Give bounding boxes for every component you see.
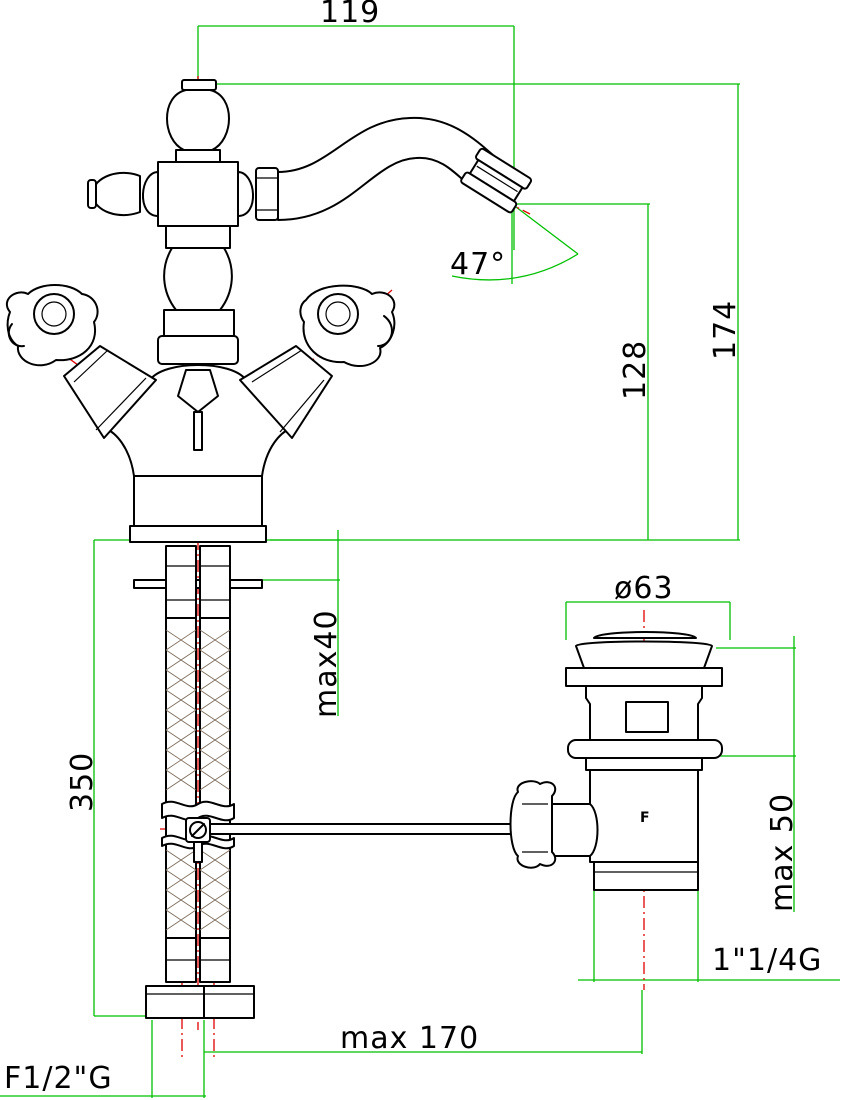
- waste-assembly: F: [509, 631, 723, 891]
- waste-marking: F: [640, 810, 650, 826]
- left-cross-handle: [5, 284, 157, 439]
- dim-waste-thread: 1"1/4G: [712, 943, 822, 978]
- right-cross-handle: [239, 284, 396, 439]
- dim-max-deck: max40: [309, 609, 344, 718]
- center-lines: [13, 76, 645, 1060]
- spout: [277, 116, 533, 221]
- dim-inlet-thread: F1/2"G: [4, 1061, 113, 1096]
- dim-total-height: 174: [708, 300, 743, 360]
- dim-spout-angle: 47°: [450, 247, 506, 282]
- dimension-labels: 119 174 128 47° max40 350 ø63 max 50 1"1…: [4, 0, 822, 1096]
- dim-hose-length: 350: [65, 752, 100, 812]
- dim-waste-max: max 50: [765, 793, 800, 912]
- dim-rod-length: max 170: [340, 1021, 479, 1056]
- dimension-lines: [0, 25, 840, 1098]
- dim-spout-reach: 119: [320, 0, 380, 30]
- supply-hoses: [133, 545, 263, 1019]
- dim-waste-diameter: ø63: [614, 571, 674, 606]
- mixer-body: [87, 79, 293, 543]
- pop-up-rod: [185, 817, 519, 863]
- dim-spout-height: 128: [618, 340, 653, 400]
